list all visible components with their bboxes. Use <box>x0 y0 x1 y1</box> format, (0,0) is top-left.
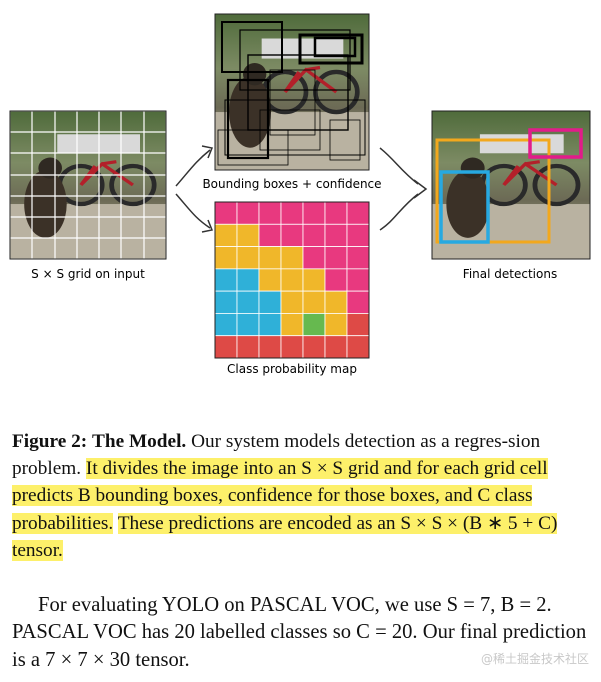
caption-title: The Model. <box>91 431 187 452</box>
input-grid-image <box>9 110 167 260</box>
class-map-cell <box>324 201 348 225</box>
class-map-cell <box>236 246 260 270</box>
class-map-cell <box>258 223 282 247</box>
arrow-left-split <box>175 145 214 233</box>
class-map-cell <box>236 201 260 225</box>
class-map-cell <box>324 246 348 270</box>
figure-caption: Figure 2: The Model. Our system models d… <box>12 428 590 564</box>
arrow-right-merge <box>379 147 428 231</box>
class-map-cell <box>324 335 348 359</box>
class-map-cell <box>324 223 348 247</box>
final-detections-image <box>431 110 591 260</box>
class-map-cell <box>346 201 370 225</box>
class-probability-map <box>214 201 370 359</box>
class-map-cell <box>236 335 260 359</box>
class-map-cell <box>302 290 326 314</box>
final-detections-label: Final detections <box>463 267 557 281</box>
class-map-cell <box>258 201 282 225</box>
class-map-cell <box>214 223 238 247</box>
class-map-cell <box>258 313 282 337</box>
class-map-cell <box>324 313 348 337</box>
class-map-cell <box>236 313 260 337</box>
class-map-cell <box>324 290 348 314</box>
class-map-cell <box>302 201 326 225</box>
bbox-confidence-image <box>214 13 370 171</box>
class-map-cell <box>324 268 348 292</box>
class-map-label: Class probability map <box>227 362 357 376</box>
class-map-cell <box>302 335 326 359</box>
class-map-cell <box>280 268 304 292</box>
class-map-cell <box>280 246 304 270</box>
caption-prefix: Figure 2: <box>12 431 88 452</box>
class-map-cell <box>258 268 282 292</box>
class-map-cell <box>214 268 238 292</box>
yolo-figure: S × S grid on input Bounding boxes + con… <box>9 13 591 376</box>
caption-text: Our system models detection as a regres-… <box>12 431 541 480</box>
class-map-cell <box>280 290 304 314</box>
class-map-cell <box>236 223 260 247</box>
class-map-cell <box>214 335 238 359</box>
class-map-cell <box>258 290 282 314</box>
class-map-cell <box>346 335 370 359</box>
class-map-cell <box>302 313 326 337</box>
watermark: @稀土掘金技术社区 <box>480 652 589 666</box>
class-map-cell <box>346 290 370 314</box>
class-map-cell <box>346 246 370 270</box>
class-map-cell <box>346 268 370 292</box>
class-map-cell <box>302 268 326 292</box>
class-map-cell <box>214 290 238 314</box>
class-map-cell <box>214 201 238 225</box>
class-map-cell <box>258 246 282 270</box>
class-map-cell <box>346 223 370 247</box>
class-map-cell <box>236 290 260 314</box>
class-map-cell <box>280 223 304 247</box>
bbox-confidence-label: Bounding boxes + confidence <box>202 177 381 191</box>
class-map-cell <box>280 201 304 225</box>
class-map-border <box>214 201 370 359</box>
class-map-cell <box>236 268 260 292</box>
body-paragraph-text: For evaluating YOLO on PASCAL VOC, we us… <box>12 594 587 671</box>
class-map-cell <box>280 313 304 337</box>
class-map-cell <box>214 313 238 337</box>
class-map-cell <box>302 246 326 270</box>
class-map-cell <box>280 335 304 359</box>
class-map-cell <box>302 223 326 247</box>
class-map-cell <box>346 313 370 337</box>
class-map-cell <box>214 246 238 270</box>
class-map-cell <box>258 335 282 359</box>
body-paragraph: For evaluating YOLO on PASCAL VOC, we us… <box>12 592 592 674</box>
grid-input-label: S × S grid on input <box>31 267 145 281</box>
